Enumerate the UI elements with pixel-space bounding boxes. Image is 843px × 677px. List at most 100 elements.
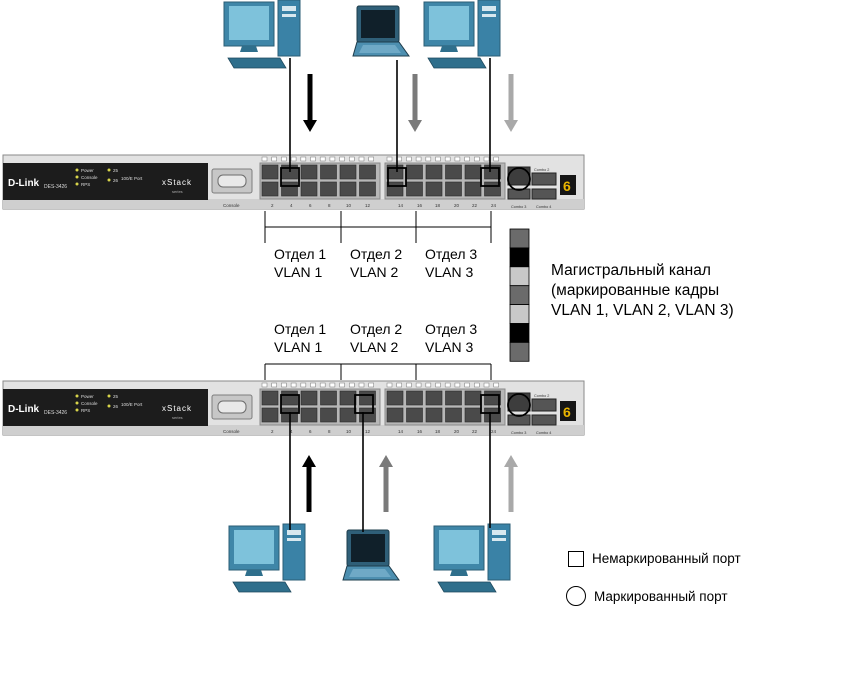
port-led [386,382,393,388]
top-bracket [264,211,492,228]
led-indicator [107,394,111,398]
tower-drive [482,14,496,17]
combo-port [507,392,531,412]
led-indicator [107,168,111,172]
combo-label: Combo 3 [511,431,526,435]
ethernet-port [320,390,337,406]
ethernet-port [386,390,404,406]
console-connector [217,400,247,414]
combo-label: Combo 4 [536,431,551,435]
switch-bottom-strip [3,199,584,209]
bottom-group-2: Отдел 2 VLAN 2 [350,320,402,356]
led-indicator [107,178,111,182]
monitor-stand [450,570,468,576]
led-indicator [75,175,79,179]
untagged-port-top-3 [480,167,500,187]
ethernet-port [406,407,423,423]
bottom-devices [228,523,511,593]
untagged-port-top-2 [387,167,407,187]
arrow-head [408,120,422,132]
led-indicator [75,408,79,412]
ethernet-port [300,407,318,423]
port-number: 8 [328,429,331,434]
port-led [396,382,403,388]
ethernet-port [261,407,279,423]
top-group-2-dept: Отдел 2 [350,246,403,262]
port-led [493,382,500,388]
ethernet-port [300,181,318,197]
ethernet-port [281,181,298,197]
trunk-line-1: Магистральный канал [551,262,711,279]
arrow-head [379,455,393,467]
ethernet-port [445,407,462,423]
monitor-screen [234,530,274,564]
unit-digit: 6 [563,404,571,420]
port-led [415,382,422,388]
ethernet-port [464,181,482,197]
unit-display [560,401,576,421]
switch-front-panel [3,389,208,426]
led-label: RPS [81,182,90,187]
port-led [271,156,278,162]
port-led [406,156,412,162]
ethernet-port [464,164,482,180]
port-number: 20 [454,429,460,434]
sfp-port [531,414,557,426]
ethernet-port [339,164,357,180]
laptop-icon [342,529,400,581]
ethernet-port [386,407,404,423]
tower-drive [287,530,301,535]
arrow-top-vlan1 [303,74,317,132]
led-label: 25 [113,394,119,399]
unit-digit: 6 [563,178,571,194]
port-led [281,382,287,388]
laptop-keys [359,45,401,53]
laptop-screen [361,10,395,38]
led-label: Power [81,168,94,173]
series-sub: series [172,189,183,194]
ethernet-port [359,164,376,180]
port-led [444,382,451,388]
trunk-segment [509,304,530,324]
port-number: 6 [309,429,312,434]
led-label: 26 [113,404,119,409]
port-number: 24 [491,429,497,434]
bottom-group-3-dept: Отдел 3 [425,321,478,337]
port-led [358,156,365,162]
bottom-group-1-vlan: VLAN 1 [274,339,323,355]
port-led [261,382,268,388]
top-group-3: Отдел 3 VLAN 3 [425,245,477,281]
arrow-head [303,120,317,132]
port-led [290,382,297,388]
port-number: 10 [346,203,352,208]
port-number: 4 [290,203,293,208]
combo-label: Combo 4 [536,205,551,209]
trunk-description: Магистральный канал (маркированные кадры… [551,261,734,321]
top-group-1: Отдел 1 VLAN 1 [274,245,326,281]
arrow-bottom-vlan1 [302,455,316,512]
port-led [358,382,365,388]
switch-bottom-strip [3,425,584,435]
port-led [319,382,326,388]
port-number: 2 [271,429,274,434]
ethernet-port [425,181,443,197]
ethernet-port [445,181,462,197]
port-led [319,156,326,162]
keyboard [232,581,292,593]
desktop-icon [433,523,511,593]
untagged-port-bottom-2 [354,394,374,414]
ethernet-port [406,164,423,180]
connection-lines [280,58,531,532]
trunk-bar [509,228,530,362]
ethernet-port [261,181,279,197]
bottom-group-1-dept: Отдел 1 [274,321,327,337]
laptop-keys [349,569,391,577]
tagged-port-top [507,167,531,191]
led-indicator [107,404,111,408]
led-label: Power [81,394,94,399]
untagged-port-top-1 [280,167,300,187]
port-number: 2 [271,203,274,208]
